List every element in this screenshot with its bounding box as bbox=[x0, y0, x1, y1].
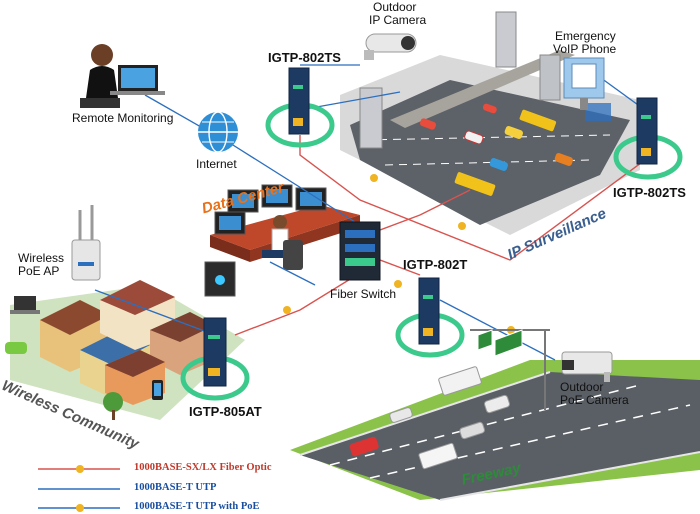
data-center bbox=[204, 184, 360, 297]
outdoor-poe-camera-icon bbox=[561, 351, 613, 382]
igtp-802ts-right-device bbox=[613, 97, 683, 180]
outdoor-ip-camera-icon bbox=[364, 33, 417, 60]
emergency-voip-label-line1: Emergency bbox=[555, 29, 616, 43]
voip-phone-icon bbox=[563, 57, 605, 110]
outdoor-poe-camera-label-line2: PoE Camera bbox=[560, 393, 629, 407]
model-igtp-802ts-left: IGTP-802TS bbox=[268, 50, 341, 65]
wireless-poe-ap-label-line1: Wireless bbox=[18, 251, 65, 265]
internet-label: Internet bbox=[196, 157, 237, 171]
internet-globe-icon bbox=[198, 111, 238, 153]
freeway-road bbox=[290, 360, 700, 501]
remote-monitoring-workstation bbox=[80, 44, 165, 108]
legend-utp-text: 1000BASE-T UTP bbox=[134, 482, 217, 493]
igtp-805at-device bbox=[180, 317, 250, 401]
remote-monitoring-label: Remote Monitoring bbox=[72, 111, 174, 125]
outdoor-poe-camera-label-line1: Outdoor bbox=[560, 380, 604, 394]
outdoor-ip-camera-label-line2: IP Camera bbox=[369, 13, 427, 27]
igtp-802t-device bbox=[395, 277, 465, 358]
model-igtp-802ts-right: IGTP-802TS bbox=[613, 185, 686, 200]
fiber-switch-device bbox=[339, 221, 381, 281]
city-block bbox=[340, 11, 640, 235]
igtp-802ts-left-device bbox=[265, 67, 335, 148]
legend-fiber-text: 1000BASE-SX/LX Fiber Optic bbox=[134, 462, 272, 473]
emergency-voip-label-line2: VoIP Phone bbox=[553, 42, 617, 56]
legend-poe-text: 1000BASE-T UTP with PoE bbox=[134, 501, 260, 512]
legend-lines bbox=[38, 465, 120, 512]
outdoor-ip-camera-label-line1: Outdoor bbox=[373, 0, 417, 14]
wireless-ap-icon bbox=[71, 205, 101, 281]
highway-sign-icon bbox=[470, 329, 550, 410]
wireless-poe-ap-label-line2: PoE AP bbox=[18, 264, 60, 278]
fiber-switch-label: Fiber Switch bbox=[330, 287, 397, 301]
model-igtp-802t: IGTP-802T bbox=[403, 257, 468, 272]
model-igtp-805at: IGTP-805AT bbox=[189, 404, 262, 419]
